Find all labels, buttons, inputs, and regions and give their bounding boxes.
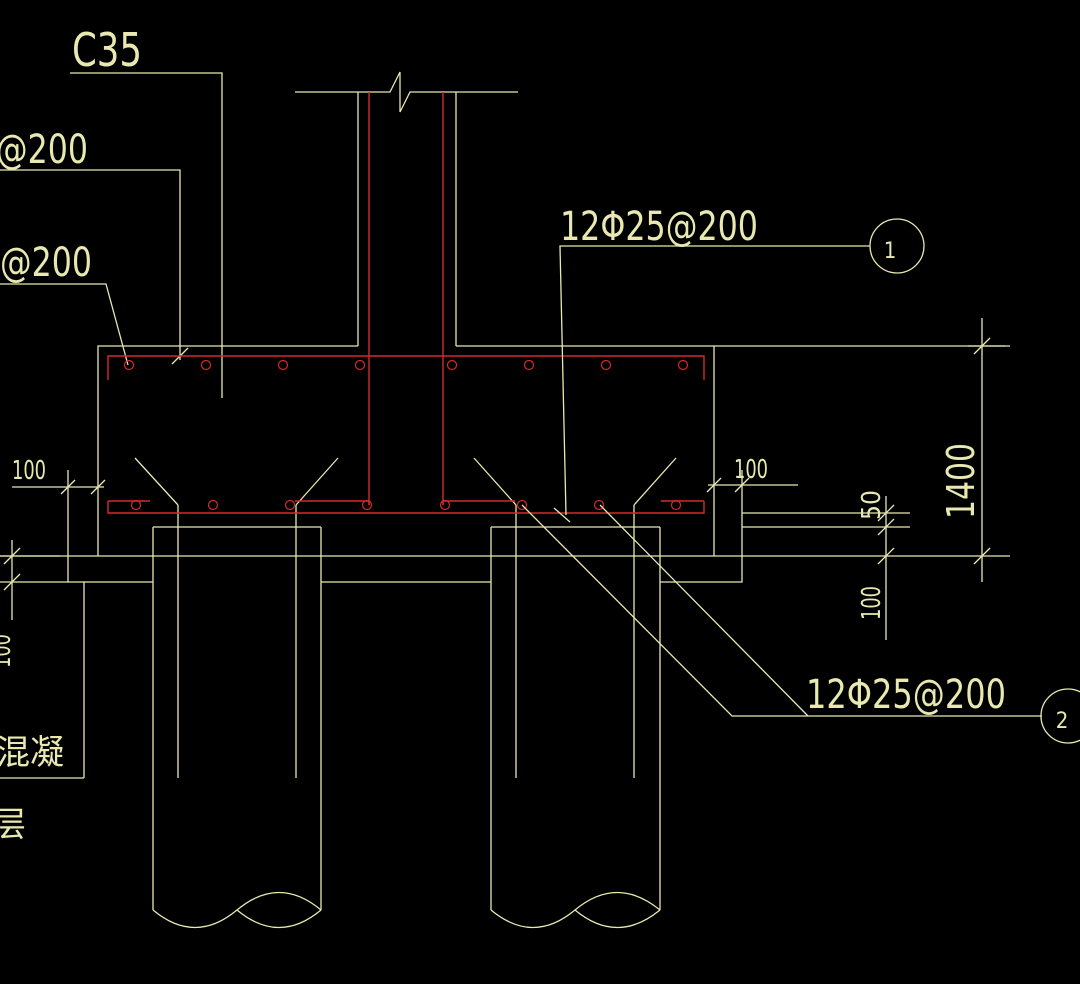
cn-label-2: 层 bbox=[0, 805, 26, 845]
dim-left-cover bbox=[12, 479, 106, 495]
dim-right-cover bbox=[706, 477, 798, 493]
top-rebar-mesh bbox=[107, 355, 705, 380]
pile-right bbox=[473, 457, 677, 929]
left-top-rebar-label: @200 bbox=[0, 127, 88, 173]
column-outline bbox=[295, 71, 518, 346]
dim-cap-height-text: 1400 bbox=[939, 443, 983, 519]
dim-embed-cushion bbox=[742, 496, 910, 640]
cushion-layer bbox=[0, 470, 743, 779]
dim-cap-height bbox=[968, 318, 1010, 582]
concrete-grade-label: C35 bbox=[72, 23, 142, 77]
dim-embed-text: 50 bbox=[857, 490, 887, 520]
marker-circle-1 bbox=[869, 218, 925, 274]
left-second-rebar-label: @200 bbox=[0, 240, 92, 286]
dim-right-cover-text: 100 bbox=[734, 455, 768, 485]
marker-2-label: 2 bbox=[1056, 709, 1069, 734]
bottom-rebar-callout-label: 12Φ25@200 bbox=[806, 672, 1006, 718]
marker-1-label: 1 bbox=[884, 239, 897, 264]
dim-left-partial-text: 100 bbox=[0, 634, 17, 668]
pile-left bbox=[134, 457, 339, 929]
callout-1-leader bbox=[553, 218, 925, 523]
bottom-rebar-mesh bbox=[107, 499, 705, 514]
dim-cushion-text: 100 bbox=[857, 586, 887, 620]
dim-left-cover-text: 100 bbox=[12, 456, 46, 486]
leader-lines bbox=[0, 72, 223, 398]
pile-cap-outline bbox=[0, 345, 1010, 557]
callout-2-leader bbox=[521, 504, 1080, 744]
marker-circle-2 bbox=[1040, 688, 1080, 744]
dim-left-partial bbox=[0, 540, 68, 620]
column-rebar bbox=[368, 92, 444, 505]
top-rebar-callout-label: 12Φ25@200 bbox=[560, 204, 758, 250]
cn-label-1: 混凝 bbox=[0, 733, 64, 773]
